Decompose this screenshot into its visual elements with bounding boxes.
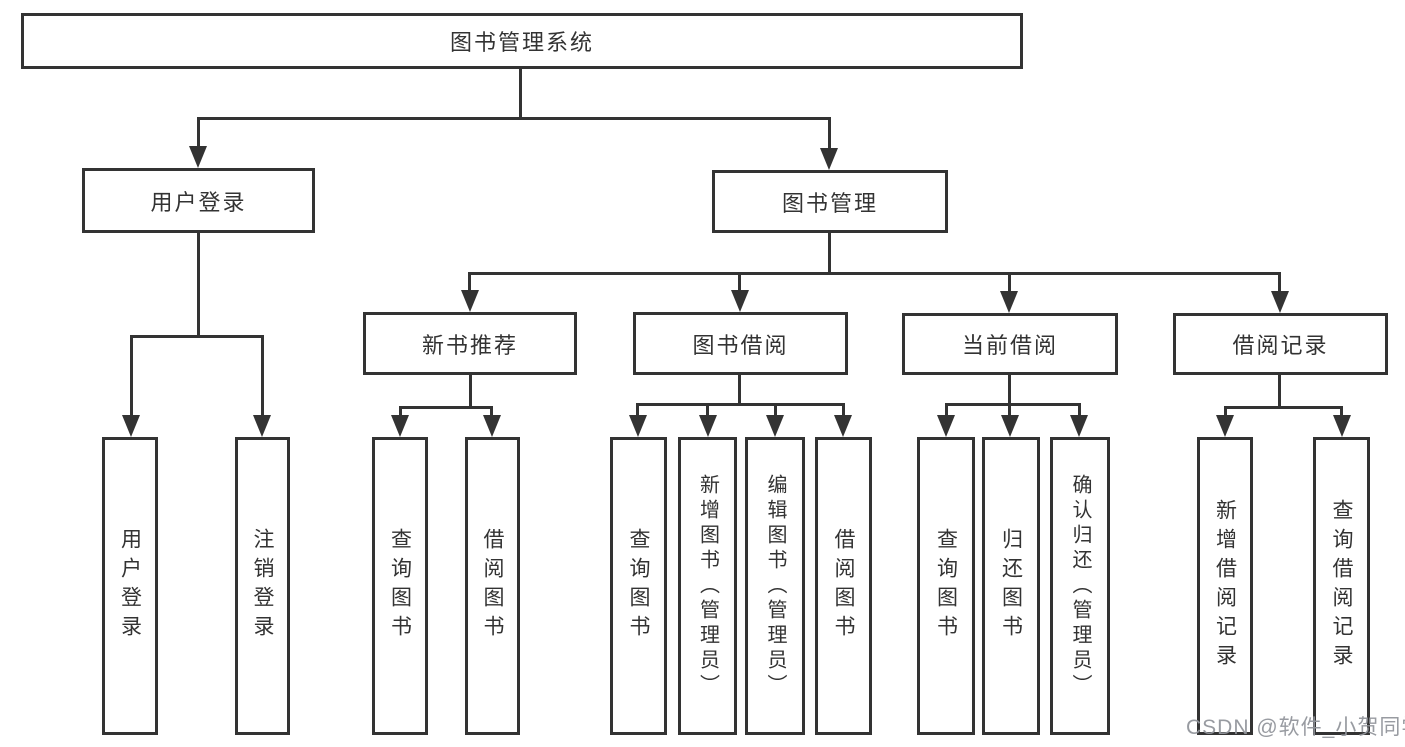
leaf-label: 新增借阅记录	[1213, 499, 1237, 673]
connector-line	[738, 375, 741, 406]
node-library-management-system: 图书管理系统	[21, 13, 1023, 69]
connector-line	[468, 272, 471, 292]
arrowhead-icon	[937, 415, 955, 437]
arrowhead-icon	[189, 146, 207, 168]
connector-line	[469, 375, 472, 409]
leaf-label: 注销登录	[251, 528, 274, 644]
connector-line	[842, 403, 845, 416]
leaf-logout: 注销登录	[235, 437, 290, 735]
leaf-user-login: 用户登录	[102, 437, 158, 735]
connector-line	[1078, 403, 1081, 416]
node-label: 当前借阅	[961, 333, 1058, 358]
arrowhead-icon	[1216, 415, 1234, 437]
connector-line	[468, 272, 1281, 275]
leaf-label: 归还图书	[999, 528, 1023, 644]
connector-line	[945, 403, 948, 416]
arrowhead-icon	[731, 290, 749, 312]
node-label: 用户登录	[150, 189, 247, 215]
node-borrowing-records: 借阅记录	[1173, 313, 1388, 375]
arrowhead-icon	[834, 415, 852, 437]
leaf-label: 借阅图书	[481, 528, 504, 644]
arrowhead-icon	[699, 415, 717, 437]
connector-line	[636, 403, 639, 416]
leaf-query-books-recommend: 查询图书	[372, 437, 428, 735]
csdn-watermark: CSDN @软件_小贺同学	[1186, 716, 1405, 739]
connector-line	[197, 233, 200, 338]
connector-line	[1224, 406, 1343, 409]
leaf-edit-books-admin: 编辑图书（管理员）	[745, 437, 805, 735]
connector-line	[706, 403, 709, 416]
node-label: 图书管理	[781, 190, 878, 216]
arrowhead-icon	[1001, 415, 1019, 437]
leaf-label: 新增图书（管理员）	[696, 473, 719, 699]
leaf-label: 借阅图书	[832, 528, 855, 644]
connector-line	[519, 69, 522, 117]
connector-line	[1008, 403, 1011, 416]
arrowhead-icon	[629, 415, 647, 437]
connector-line	[130, 335, 133, 416]
leaf-label: 用户登录	[118, 528, 142, 644]
connector-line	[738, 272, 741, 292]
connector-line	[828, 233, 831, 275]
arrowhead-icon	[461, 290, 479, 312]
connector-line	[774, 403, 777, 416]
arrowhead-icon	[820, 148, 838, 170]
connector-line	[130, 335, 264, 338]
leaf-borrow-books: 借阅图书	[815, 437, 872, 735]
leaf-add-borrow-record: 新增借阅记录	[1197, 437, 1253, 735]
node-book-borrowing: 图书借阅	[633, 312, 848, 375]
node-new-book-recommend: 新书推荐	[363, 312, 577, 375]
node-label: 图书管理系统	[449, 30, 594, 55]
leaf-label: 查询借阅记录	[1330, 499, 1353, 673]
connector-line	[1278, 272, 1281, 292]
leaf-query-books-borrowing: 查询图书	[610, 437, 667, 735]
leaf-label: 查询图书	[627, 528, 650, 644]
leaf-label: 查询图书	[934, 528, 958, 644]
node-label: 新书推荐	[421, 332, 518, 358]
leaf-label: 查询图书	[388, 528, 412, 644]
connector-line	[636, 403, 845, 406]
arrowhead-icon	[391, 415, 409, 437]
connector-line	[1340, 406, 1343, 417]
arrowhead-icon	[1070, 415, 1088, 437]
connector-line	[261, 335, 264, 416]
leaf-query-books-current: 查询图书	[917, 437, 975, 735]
node-current-borrowing: 当前借阅	[902, 313, 1118, 375]
connector-line	[490, 406, 493, 417]
leaf-label: 编辑图书（管理员）	[764, 473, 786, 699]
connector-line	[1008, 375, 1011, 406]
arrowhead-icon	[483, 415, 501, 437]
connector-line	[399, 406, 493, 409]
connector-line	[1224, 406, 1227, 417]
arrowhead-icon	[1271, 291, 1289, 313]
arrowhead-icon	[122, 415, 140, 437]
arrowhead-icon	[253, 415, 271, 437]
leaf-borrow-books-recommend: 借阅图书	[465, 437, 520, 735]
connector-line	[197, 117, 200, 148]
arrowhead-icon	[766, 415, 784, 437]
leaf-add-books-admin: 新增图书（管理员）	[678, 437, 737, 735]
node-book-management: 图书管理	[712, 170, 948, 233]
leaf-label: 确认归还（管理员）	[1069, 473, 1091, 699]
node-label: 图书借阅	[692, 332, 789, 358]
node-label: 借阅记录	[1232, 333, 1329, 358]
connector-line	[945, 403, 1081, 406]
arrowhead-icon	[1333, 415, 1351, 437]
leaf-return-books: 归还图书	[982, 437, 1040, 735]
connector-line	[197, 117, 831, 120]
leaf-query-borrow-record: 查询借阅记录	[1313, 437, 1370, 735]
connector-line	[399, 406, 402, 417]
connector-line	[1278, 375, 1281, 409]
node-user-login: 用户登录	[82, 168, 315, 233]
arrowhead-icon	[1000, 291, 1018, 313]
connector-line	[1008, 272, 1011, 292]
connector-line	[828, 117, 831, 150]
leaf-confirm-return-admin: 确认归还（管理员）	[1050, 437, 1110, 735]
